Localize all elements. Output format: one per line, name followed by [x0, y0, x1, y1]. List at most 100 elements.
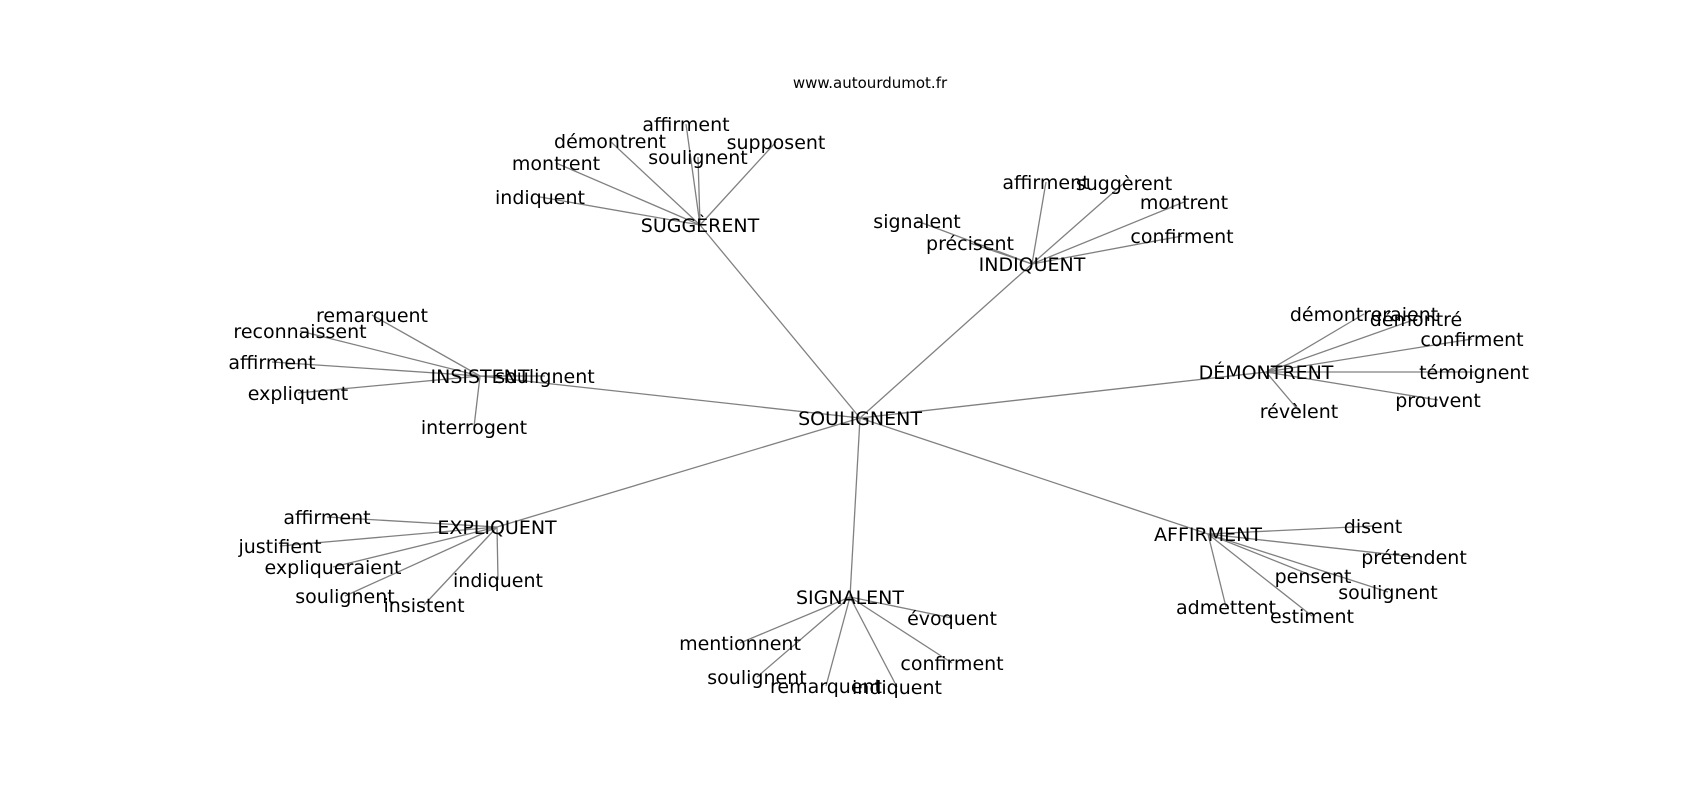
node-affi-5: admettent [1176, 597, 1276, 619]
edge-indi-2 [1031, 182, 1125, 265]
node-indi-4: signalent [873, 211, 960, 233]
node-sign-5: remarquent [770, 676, 882, 698]
node-demo-1: démontreraient [1290, 304, 1438, 326]
edge-sugg-3 [699, 141, 777, 226]
node-insi: INSISTENT [431, 366, 530, 388]
node-expl-4: indiquent [453, 570, 543, 592]
edge-indi-5 [1031, 235, 1183, 265]
node-expl-5: soulignent [295, 586, 394, 608]
node-sign-4: soulignent [707, 667, 806, 689]
node-affi: AFFIRMENT [1154, 524, 1262, 546]
edge-affi-4 [1207, 533, 1389, 593]
edge-sugg-2 [609, 140, 701, 226]
edge-affi-5 [1207, 533, 1227, 608]
node-insi-3: affirment [228, 352, 315, 374]
edge-sign-2 [739, 596, 851, 644]
edge-demo-3 [1265, 338, 1473, 373]
node-sign-1: évoquent [907, 608, 997, 630]
node-sugg-2: démontrent [554, 131, 666, 153]
node-indi-1: affirment [1002, 172, 1089, 194]
edge-sugg-4 [697, 156, 701, 226]
edge-expl-2 [279, 526, 498, 547]
node-demo-3: confirment [1420, 329, 1523, 351]
edges [271, 123, 1474, 688]
node-indi: INDIQUENT [979, 254, 1086, 276]
node-affi-4: soulignent [1338, 582, 1437, 604]
edge-affi-6 [1207, 533, 1313, 617]
node-demo: DÉMONTRENT [1199, 361, 1334, 384]
node-indi-3: montrent [1140, 192, 1228, 214]
edge-sugg-6 [539, 196, 701, 226]
edge-sugg-1 [685, 123, 701, 226]
node-affi-6: estiment [1270, 606, 1354, 628]
edge-expl-5 [344, 526, 498, 597]
edge-insi-3 [271, 361, 481, 377]
edge-expl-6 [423, 526, 498, 606]
node-indi-2: suggèrent [1076, 173, 1172, 195]
edge-center-indi [859, 263, 1033, 419]
edge-sign-5 [825, 596, 851, 687]
node-insi-5: expliquent [248, 383, 349, 405]
node-insi-1: remarquent [316, 305, 428, 327]
edge-insi-1 [371, 314, 481, 377]
node-indi-6: précisent [926, 233, 1014, 255]
node-sugg-3: supposent [727, 132, 826, 154]
node-sugg: SUGGÈRENT [641, 214, 760, 237]
source-label: www.autourdumot.fr [793, 74, 948, 92]
edge-expl-4 [496, 526, 499, 581]
node-sign-3: confirment [900, 653, 1003, 675]
edge-insi-2 [299, 330, 481, 377]
node-sign-6: indiquent [852, 677, 942, 699]
edge-demo-6 [1265, 371, 1300, 412]
edge-insi-5 [297, 375, 481, 394]
node-expl: EXPLIQUENT [437, 517, 557, 539]
node-demo-6: révèlent [1260, 401, 1338, 423]
node-affi-1: disent [1344, 516, 1402, 538]
edge-center-sign [849, 417, 861, 598]
edge-affi-3 [1207, 533, 1314, 577]
node-insi-6: interrogent [421, 417, 527, 439]
node-expl-6: insistent [383, 595, 464, 617]
node-sugg-6: indiquent [495, 187, 585, 209]
edge-center-insi [479, 375, 861, 419]
node-demo-5: prouvent [1395, 390, 1481, 412]
node-indi-5: confirment [1130, 226, 1233, 248]
node-sugg-4: soulignent [648, 147, 747, 169]
edge-demo-5 [1265, 371, 1439, 401]
edge-center-demo [859, 371, 1267, 419]
node-demo-2: démontré [1370, 309, 1462, 331]
node-affi-3: pensent [1275, 566, 1352, 588]
edge-sugg-5 [555, 162, 701, 226]
node-insi-4: soulignent [495, 366, 594, 388]
node-demo-4: témoignent [1419, 362, 1529, 384]
edge-sign-4 [756, 596, 851, 678]
edge-center-sugg [699, 224, 861, 419]
node-sugg-1: affirment [642, 114, 729, 136]
edge-demo-1 [1265, 313, 1365, 373]
node-affi-2: prétendent [1361, 547, 1467, 569]
edge-affi-2 [1207, 533, 1415, 558]
node-expl-1: affirment [283, 507, 370, 529]
node-sugg-5: montrent [512, 153, 600, 175]
node-expl-3: expliqueraient [265, 557, 402, 579]
edge-sign-6 [849, 596, 898, 688]
node-sign: SIGNALENT [796, 587, 904, 609]
edge-center-expl [496, 417, 861, 528]
edge-sign-1 [849, 596, 953, 619]
node-center: SOULIGNENT [798, 408, 922, 430]
node-sign-2: mentionnent [679, 633, 801, 655]
edge-indi-6 [969, 242, 1033, 265]
edge-sign-3 [849, 596, 953, 664]
edge-indi-3 [1031, 201, 1185, 265]
edge-center-affi [859, 417, 1209, 535]
edge-expl-3 [332, 526, 498, 568]
edge-insi-6 [473, 375, 481, 428]
edge-expl-1 [326, 516, 498, 528]
node-expl-2: justifient [237, 536, 321, 558]
edge-affi-1 [1207, 525, 1374, 535]
edge-demo-2 [1265, 318, 1417, 373]
edge-indi-1 [1031, 181, 1047, 265]
node-insi-2: reconnaissent [233, 321, 366, 343]
